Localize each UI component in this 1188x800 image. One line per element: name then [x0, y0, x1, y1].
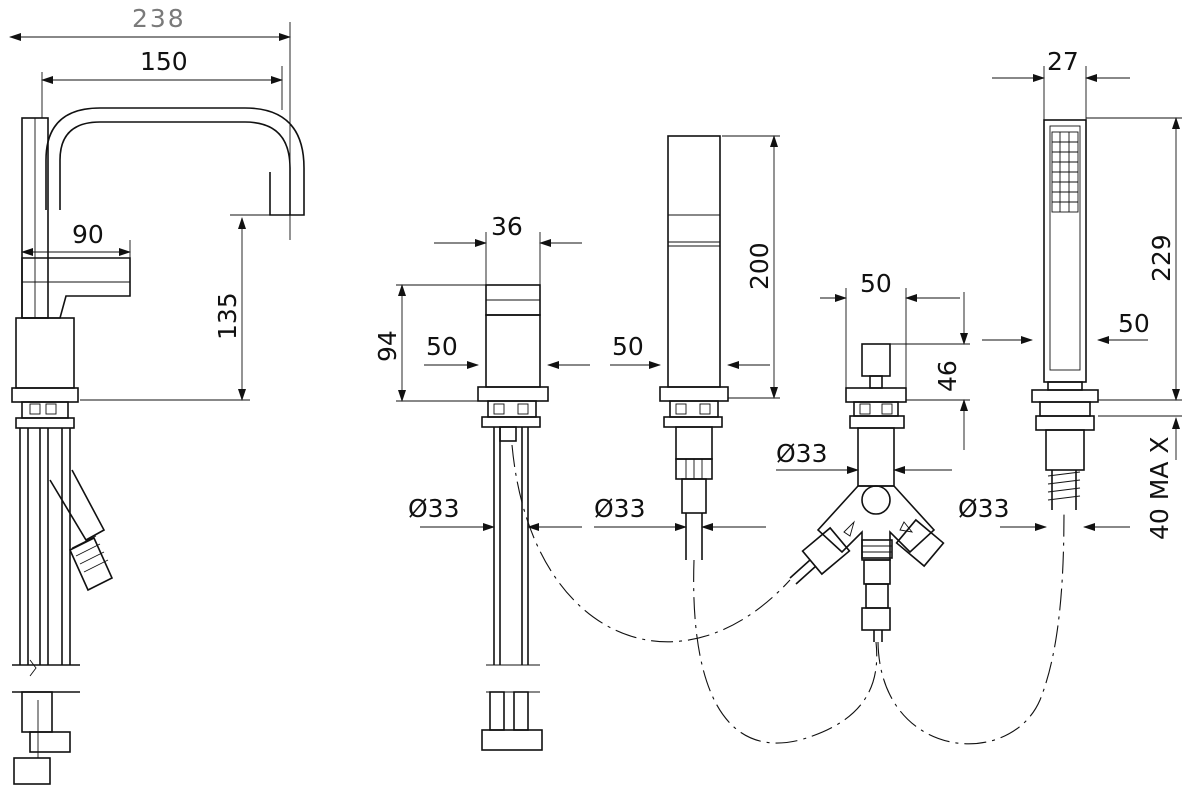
spout-body-dimension-lines	[594, 135, 780, 531]
spout-dimension-lines	[9, 22, 291, 401]
dim-diverter-base: 50	[860, 269, 892, 298]
dim-handshower-pipe-dia: Ø33	[958, 494, 1010, 523]
connecting-hoses	[511, 444, 1065, 745]
dim-spout-total-reach: 238	[132, 4, 186, 33]
dim-spout-body-pipe-dia: Ø33	[594, 494, 646, 523]
dim-mixer-pipe-dia: Ø33	[408, 494, 460, 523]
handshower-spray-nozzles	[1051, 131, 1079, 213]
dim-spout-body-base: 50	[612, 332, 644, 361]
diverter-dimension-lines	[776, 288, 970, 474]
dim-spout-reach: 150	[140, 47, 188, 76]
handshower-dimension-lines	[982, 66, 1182, 531]
dim-lever-length: 90	[72, 220, 104, 249]
spout-side-view	[11, 107, 305, 785]
dim-mixer-width: 36	[491, 212, 523, 241]
mixer-dimension-lines	[396, 232, 590, 531]
dim-mixer-height: 94	[373, 330, 402, 362]
dim-mixer-base: 50	[426, 332, 458, 361]
dim-handshower-height: 229	[1147, 234, 1176, 282]
handshower	[1031, 119, 1099, 510]
mixer-valve	[477, 284, 549, 751]
dim-max-deck-thickness: 40 MA X	[1145, 436, 1174, 540]
dim-diverter-height: 46	[933, 360, 962, 392]
dim-diverter-pipe-dia: Ø33	[776, 439, 828, 468]
spout-body	[659, 135, 729, 560]
dim-handshower-width: 27	[1047, 47, 1079, 76]
dim-spout-body-height: 200	[745, 242, 774, 290]
dim-spout-height: 135	[213, 292, 242, 340]
dim-handshower-base: 50	[1118, 309, 1150, 338]
diverter	[789, 343, 945, 642]
